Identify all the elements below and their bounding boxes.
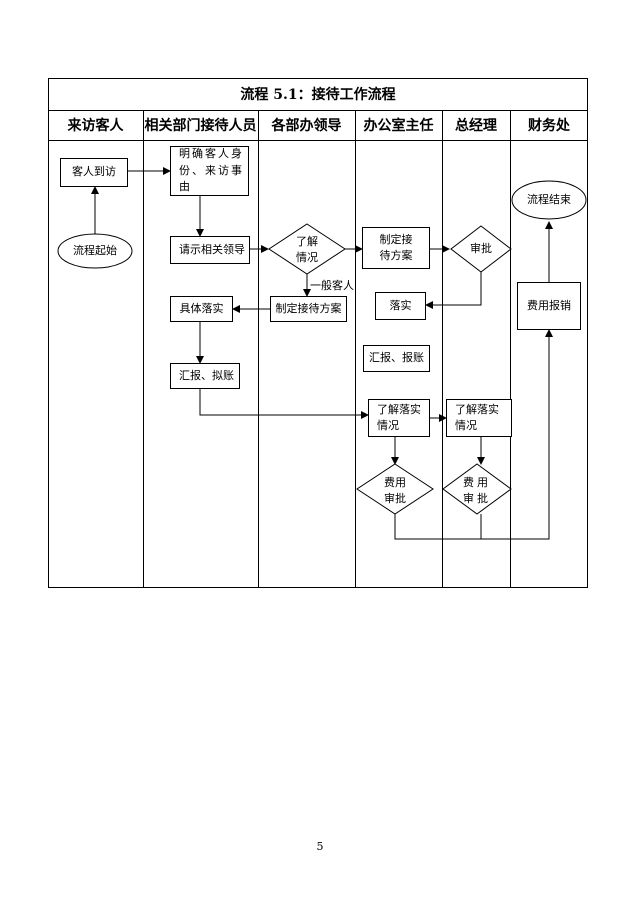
lane-header-department-leaders: 各部办领导: [271, 118, 342, 134]
header-divider: [48, 140, 588, 141]
lane-header-reception-staff: 相关部门接待人员: [144, 118, 257, 134]
clarify-identity-box: 明确客人身份、来访事由: [170, 146, 249, 196]
lane-header-guest: 来访客人: [67, 118, 124, 134]
flowchart-frame: [48, 78, 588, 588]
end-ellipse: [511, 180, 587, 220]
lane-header-finance: 财务处: [528, 118, 570, 134]
implement-specific-box: 具体落实: [170, 296, 233, 322]
request-leader-box: 请示相关领导: [170, 236, 250, 264]
decision-understand: [268, 223, 346, 275]
page-number: 5: [316, 840, 324, 853]
decision-approve: [450, 225, 512, 273]
guest-arrival-box: 客人到访: [60, 158, 128, 187]
approve-label: 审批: [470, 242, 492, 255]
general-guest-label: 一般客人: [310, 279, 354, 292]
flowchart-title: 流程 5.1：接待工作流程: [240, 87, 396, 103]
lane-header-office-director: 办公室主任: [363, 118, 434, 134]
formulate-plan-box: 制定接待方案: [270, 296, 347, 322]
implement-office-box: 落实: [375, 292, 426, 320]
lane-divider: [510, 110, 511, 588]
reimburse-box: 费用报销: [517, 282, 581, 330]
lane-divider: [442, 110, 443, 588]
expense-approve-gm-label: 费用审批: [463, 476, 491, 505]
lane-divider: [355, 110, 356, 588]
report-reimburse-office-box: 汇报、报账: [363, 345, 430, 372]
start-ellipse: [57, 233, 133, 269]
decision-expense-gm: [442, 463, 512, 515]
decision-expense-office: [356, 463, 434, 515]
report-reimburse-dept-box: 汇报、拟账: [170, 363, 240, 389]
expense-approve-office-label: 费用审批: [384, 476, 406, 505]
title-divider: [48, 110, 588, 111]
lane-header-general-manager: 总经理: [455, 118, 497, 134]
understand-office-box: 了解落实情况: [368, 399, 430, 437]
lane-divider: [258, 110, 259, 588]
process-end: 流程结束: [527, 193, 571, 206]
understand-situation-label: 了解情况: [296, 235, 318, 264]
lane-divider: [143, 110, 144, 588]
draft-plan-box: 制定接待方案: [362, 227, 430, 269]
process-start: 流程起始: [73, 244, 117, 257]
understand-gm-box: 了解落实情况: [446, 399, 512, 437]
